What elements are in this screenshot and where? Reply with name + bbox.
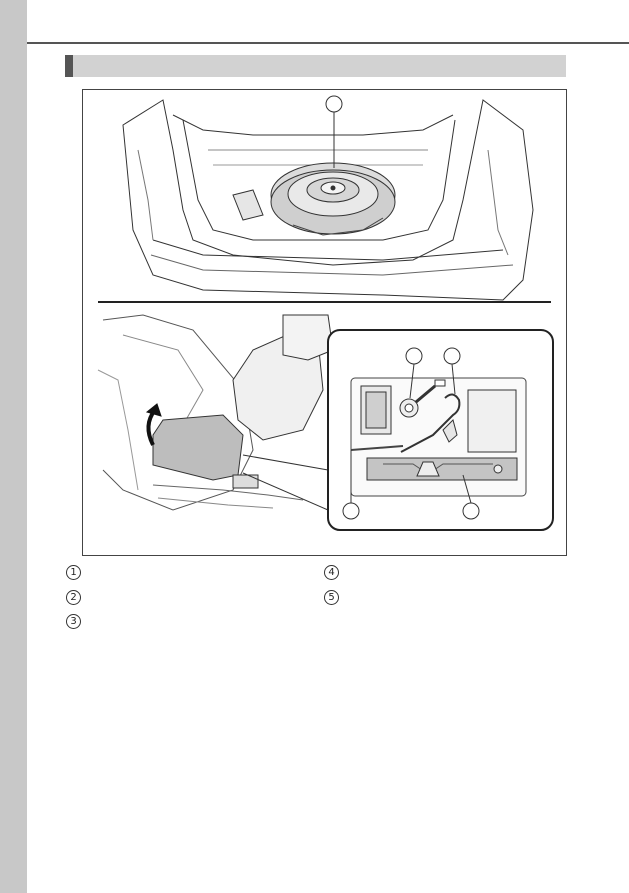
legend-item: 2 [66, 590, 87, 605]
callout-number: 2 [66, 590, 81, 605]
section-header-tab [65, 55, 73, 77]
header-rule [27, 42, 629, 44]
spare-tire [270, 162, 396, 236]
legend-item: 4 [324, 565, 345, 580]
callout-number: 5 [324, 590, 339, 605]
callout-number: 3 [66, 614, 81, 629]
legend-item: 3 [66, 614, 87, 629]
floor-compartment-view [97, 314, 554, 531]
section-header [65, 55, 566, 77]
legend-item: 5 [324, 590, 345, 605]
tool-inset [327, 329, 554, 531]
callout-number: 1 [66, 565, 81, 580]
callout-number: 4 [324, 565, 339, 580]
spare-tire-tools-figure [82, 89, 567, 556]
side-margin-strip [0, 0, 27, 893]
cargo-area-view [122, 95, 534, 301]
legend-item: 1 [66, 565, 87, 580]
illustration [97, 95, 554, 531]
